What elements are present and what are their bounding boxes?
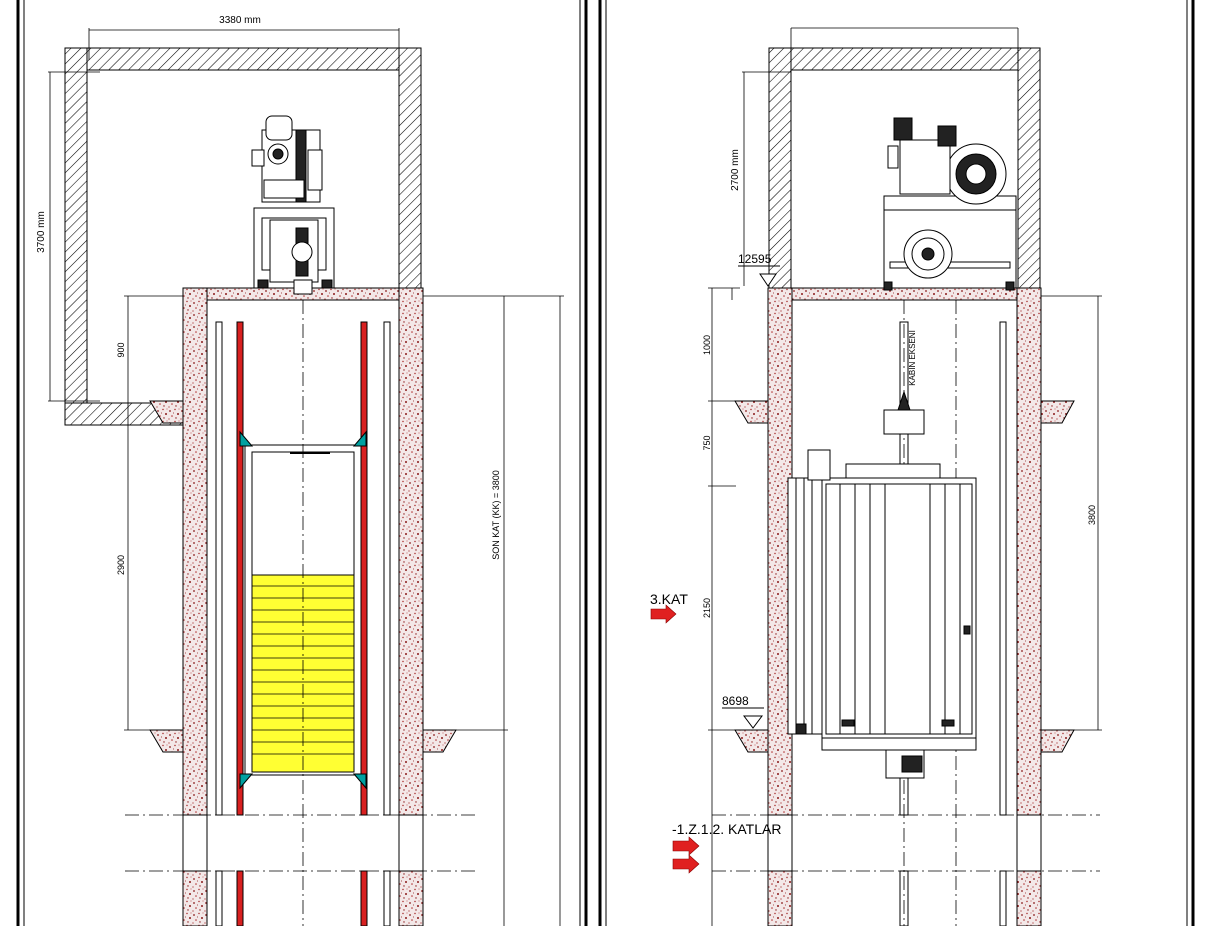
left-dim-lines bbox=[124, 295, 564, 926]
left-dim-room-height bbox=[48, 71, 100, 402]
right-elev-top-label: 12595 bbox=[738, 252, 772, 266]
right-dim-3800-label: 3800 bbox=[1087, 505, 1097, 525]
left-floor-lines bbox=[125, 814, 478, 872]
right-floor-label-2: -1.Z.1.2. KATLAR bbox=[672, 821, 781, 837]
left-dim-width bbox=[88, 28, 400, 60]
right-section-view: 2700 mm bbox=[650, 27, 1102, 926]
right-elevation-markers bbox=[722, 265, 780, 729]
right-traction-machine bbox=[883, 117, 1017, 291]
right-floor-arrow-2 bbox=[672, 836, 700, 856]
left-dim-2900-label: 2900 bbox=[116, 555, 126, 575]
right-floor-arrow-1 bbox=[650, 604, 677, 624]
right-machine-room-walls bbox=[768, 27, 1041, 289]
left-machine-room-walls bbox=[64, 47, 422, 426]
right-dim-2150-label: 2150 bbox=[702, 598, 712, 618]
right-cabin bbox=[787, 390, 977, 779]
left-dim-900-label: 900 bbox=[116, 342, 126, 357]
right-floor-lines bbox=[712, 814, 1100, 872]
left-dim-width-label: 3380 mm bbox=[219, 15, 261, 26]
right-dim-3800 bbox=[1041, 295, 1102, 731]
right-dim-1000-label: 1000 bbox=[702, 335, 712, 355]
left-dim-son-kat-label: SON KAT (KK) = 3800 bbox=[491, 470, 501, 559]
left-section-view: 3380 mm 3700 mm bbox=[36, 15, 564, 926]
right-elev-bottom-label: 8698 bbox=[722, 694, 749, 708]
right-dim-chain-left bbox=[708, 287, 740, 926]
left-dim-room-height-label: 3700 mm bbox=[36, 211, 47, 253]
right-dim-750-label: 750 bbox=[702, 435, 712, 450]
right-cabin-axis-label: KABİN EKSENİ bbox=[908, 330, 917, 386]
right-floor-arrow-3 bbox=[672, 854, 700, 874]
left-traction-machine bbox=[251, 115, 335, 295]
right-dim-room-height-label: 2700 mm bbox=[730, 149, 741, 191]
right-dim-room-height bbox=[742, 71, 791, 286]
sheet-frame bbox=[16, 0, 1195, 926]
left-landing-sills bbox=[149, 400, 457, 872]
right-floor-label-1: 3.KAT bbox=[650, 591, 688, 607]
